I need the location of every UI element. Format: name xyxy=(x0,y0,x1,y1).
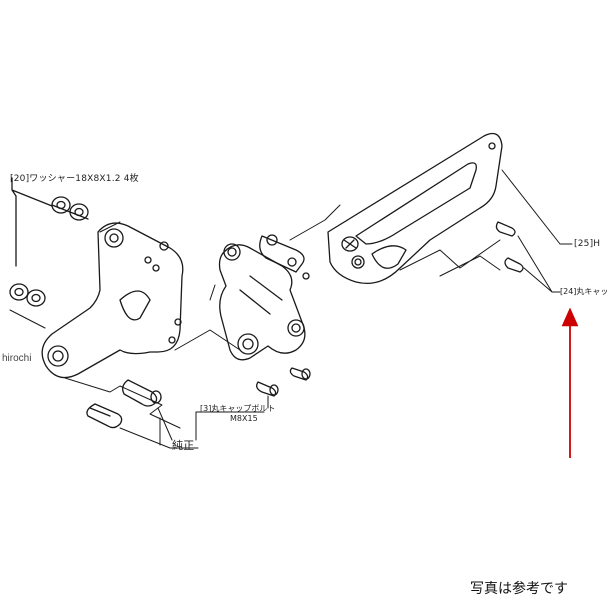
linkage-upper-block xyxy=(259,234,305,273)
cap-bolt-leader-line xyxy=(195,395,269,441)
genuine-bolt-1 xyxy=(86,403,123,429)
axis-line-left xyxy=(9,221,181,446)
cap-bolt-size-label: M8X15 xyxy=(230,414,258,423)
watermark-text: hirochi xyxy=(2,353,32,364)
part24-leader-line xyxy=(517,235,561,293)
washer-label: [20]ワッシャー18X8X1.2 4枚 xyxy=(10,174,139,184)
part25-leader-line xyxy=(501,169,573,245)
genuine-bolt-2 xyxy=(122,379,162,407)
right-cap-bolt-2 xyxy=(504,257,524,273)
part24-label: [24]丸キャッ xyxy=(560,287,608,296)
red-pointer-arrow xyxy=(561,307,579,458)
cap-bolt-label: [3]丸キャップボルト xyxy=(200,404,276,413)
middle-link-arm xyxy=(218,243,310,361)
left-bracket-plate xyxy=(41,222,184,379)
washer-upper-pair xyxy=(51,196,89,221)
cap-bolt-1 xyxy=(256,381,279,397)
right-heel-plate xyxy=(327,132,503,285)
axis-line-right xyxy=(399,239,501,277)
washer-leader-line xyxy=(11,177,53,267)
reference-caption: 写真は参考です xyxy=(470,581,568,597)
axis-line-mid xyxy=(174,204,341,351)
right-cap-bolt-1 xyxy=(495,221,516,237)
genuine-label: 純正 xyxy=(172,439,195,452)
part25-label: [25]H xyxy=(574,239,601,249)
washer-lower-pair xyxy=(9,283,46,307)
cap-bolt-2 xyxy=(289,367,311,381)
genuine-leader-line xyxy=(119,407,199,449)
